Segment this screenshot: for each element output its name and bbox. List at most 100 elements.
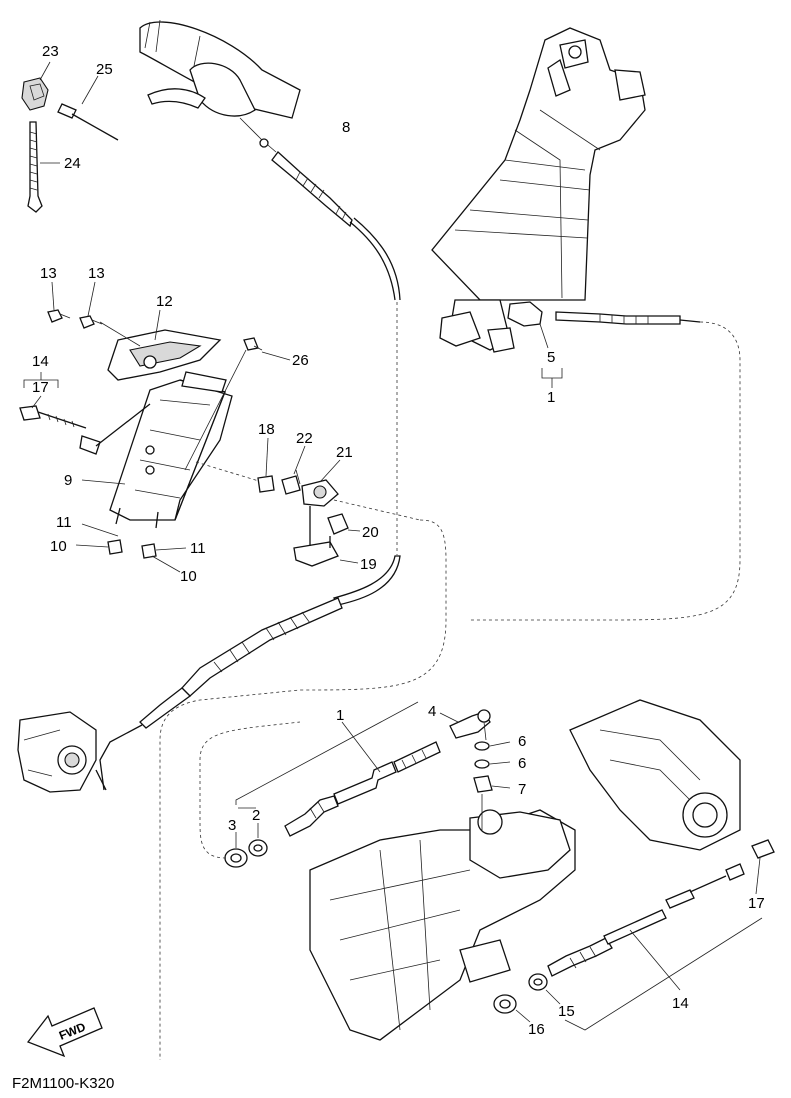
leader-7 xyxy=(491,785,511,789)
rivet-25 xyxy=(57,103,119,141)
nut-16 xyxy=(493,994,517,1014)
steering-cable-1 xyxy=(284,741,441,837)
leader-6b xyxy=(489,761,511,765)
callout-14-bottom: 14 xyxy=(672,995,689,1012)
screw-13b xyxy=(79,315,103,329)
callout-7: 7 xyxy=(518,781,526,798)
bracket-9 xyxy=(109,371,233,529)
holder-21 xyxy=(301,479,339,507)
callout-22: 22 xyxy=(296,430,313,447)
callout-11-left: 11 xyxy=(56,514,72,531)
callout-4: 4 xyxy=(428,703,436,720)
leader-26-line xyxy=(184,349,247,471)
leader-22 xyxy=(293,445,306,475)
steering-cable-14 xyxy=(547,839,775,977)
leader-15 xyxy=(545,989,561,1005)
callout-14-left: 14 xyxy=(32,353,49,370)
leader-14-bottom xyxy=(629,929,681,991)
leader-23 xyxy=(39,61,51,81)
fwd-arrow-icon: FWD xyxy=(26,1007,103,1058)
throttle-cable-8 xyxy=(99,151,401,791)
leader-26 xyxy=(261,351,291,361)
steering-column-housing xyxy=(431,27,646,353)
leader-11b xyxy=(155,547,187,551)
callout-1-bottom: 1 xyxy=(336,707,344,724)
callout-20: 20 xyxy=(362,524,379,541)
washer-2 xyxy=(248,839,268,857)
callout-19: 19 xyxy=(360,556,377,573)
pump-body xyxy=(309,809,576,1041)
washer-15 xyxy=(528,973,548,991)
washer-6a xyxy=(474,741,490,751)
callout-12: 12 xyxy=(156,293,173,310)
nut-3 xyxy=(224,848,248,868)
ball-joint-4 xyxy=(449,709,491,741)
leader-16 xyxy=(515,1009,531,1023)
callout-23: 23 xyxy=(42,43,59,60)
callout-8: 8 xyxy=(342,119,350,136)
bracket-5-1 xyxy=(541,368,563,379)
callout-21: 21 xyxy=(336,444,353,461)
callout-15: 15 xyxy=(558,1003,575,1020)
leader-18 xyxy=(265,437,269,477)
callout-17-left: 17 xyxy=(32,379,49,396)
leader-6a xyxy=(489,741,511,747)
leader-5 xyxy=(539,323,549,349)
steering-cable-5 xyxy=(470,301,741,621)
stud-14-left xyxy=(79,403,151,455)
callout-6b: 6 xyxy=(518,755,526,772)
leader-13b xyxy=(87,281,96,317)
bracket-14-15-16 xyxy=(564,917,763,1031)
callout-1-top: 1 xyxy=(547,389,555,406)
diagram-code: F2M1100-K320 xyxy=(12,1075,114,1092)
callout-13b: 13 xyxy=(88,265,105,282)
callout-13a: 13 xyxy=(40,265,57,282)
washer-6b xyxy=(474,759,490,769)
leader-13a xyxy=(51,281,55,311)
leader-20 xyxy=(347,529,361,532)
leader-11a xyxy=(81,523,119,537)
cover-12 xyxy=(107,329,222,381)
callout-9: 9 xyxy=(64,472,72,489)
nut-10a xyxy=(107,539,123,555)
bracket-4-2 xyxy=(235,701,419,805)
callout-10-right: 10 xyxy=(180,568,197,585)
screw-13a xyxy=(47,309,71,323)
callout-10-left: 10 xyxy=(50,538,67,555)
collar-18 xyxy=(257,475,275,493)
callout-18: 18 xyxy=(258,421,275,438)
leader-10b xyxy=(151,555,181,573)
nut-20 xyxy=(327,513,349,535)
callout-17-bottom: 17 xyxy=(748,895,765,912)
plate-19 xyxy=(293,506,339,567)
leader-17-bottom xyxy=(755,857,761,895)
callout-6a: 6 xyxy=(518,733,526,750)
pin-22 xyxy=(281,469,301,495)
leader-12 xyxy=(154,309,161,341)
leader-10a xyxy=(75,544,109,548)
dash-21 xyxy=(333,499,421,521)
leader-4 xyxy=(439,712,459,723)
callout-5: 5 xyxy=(547,349,555,366)
callout-3: 3 xyxy=(228,817,236,834)
clip-23 xyxy=(21,77,49,111)
dash-lower-loop xyxy=(199,721,301,859)
bolt-26 xyxy=(243,337,263,351)
callout-16: 16 xyxy=(528,1021,545,1038)
cable-band-24 xyxy=(27,121,43,213)
callout-25: 25 xyxy=(96,61,113,78)
nut-10b xyxy=(141,543,157,559)
leader-13-to-12 xyxy=(99,321,141,347)
leader-9 xyxy=(81,479,126,485)
bolt-17-left xyxy=(19,405,87,429)
callout-24: 24 xyxy=(64,155,81,172)
dash-9-18 xyxy=(195,461,263,483)
handlebar-grip xyxy=(139,19,301,153)
leader-1 xyxy=(341,721,381,773)
nut-7 xyxy=(473,775,493,793)
leader-17 xyxy=(31,395,42,409)
leader-19 xyxy=(339,559,359,564)
callout-11-right: 11 xyxy=(190,540,206,557)
throttle-body xyxy=(17,711,107,793)
